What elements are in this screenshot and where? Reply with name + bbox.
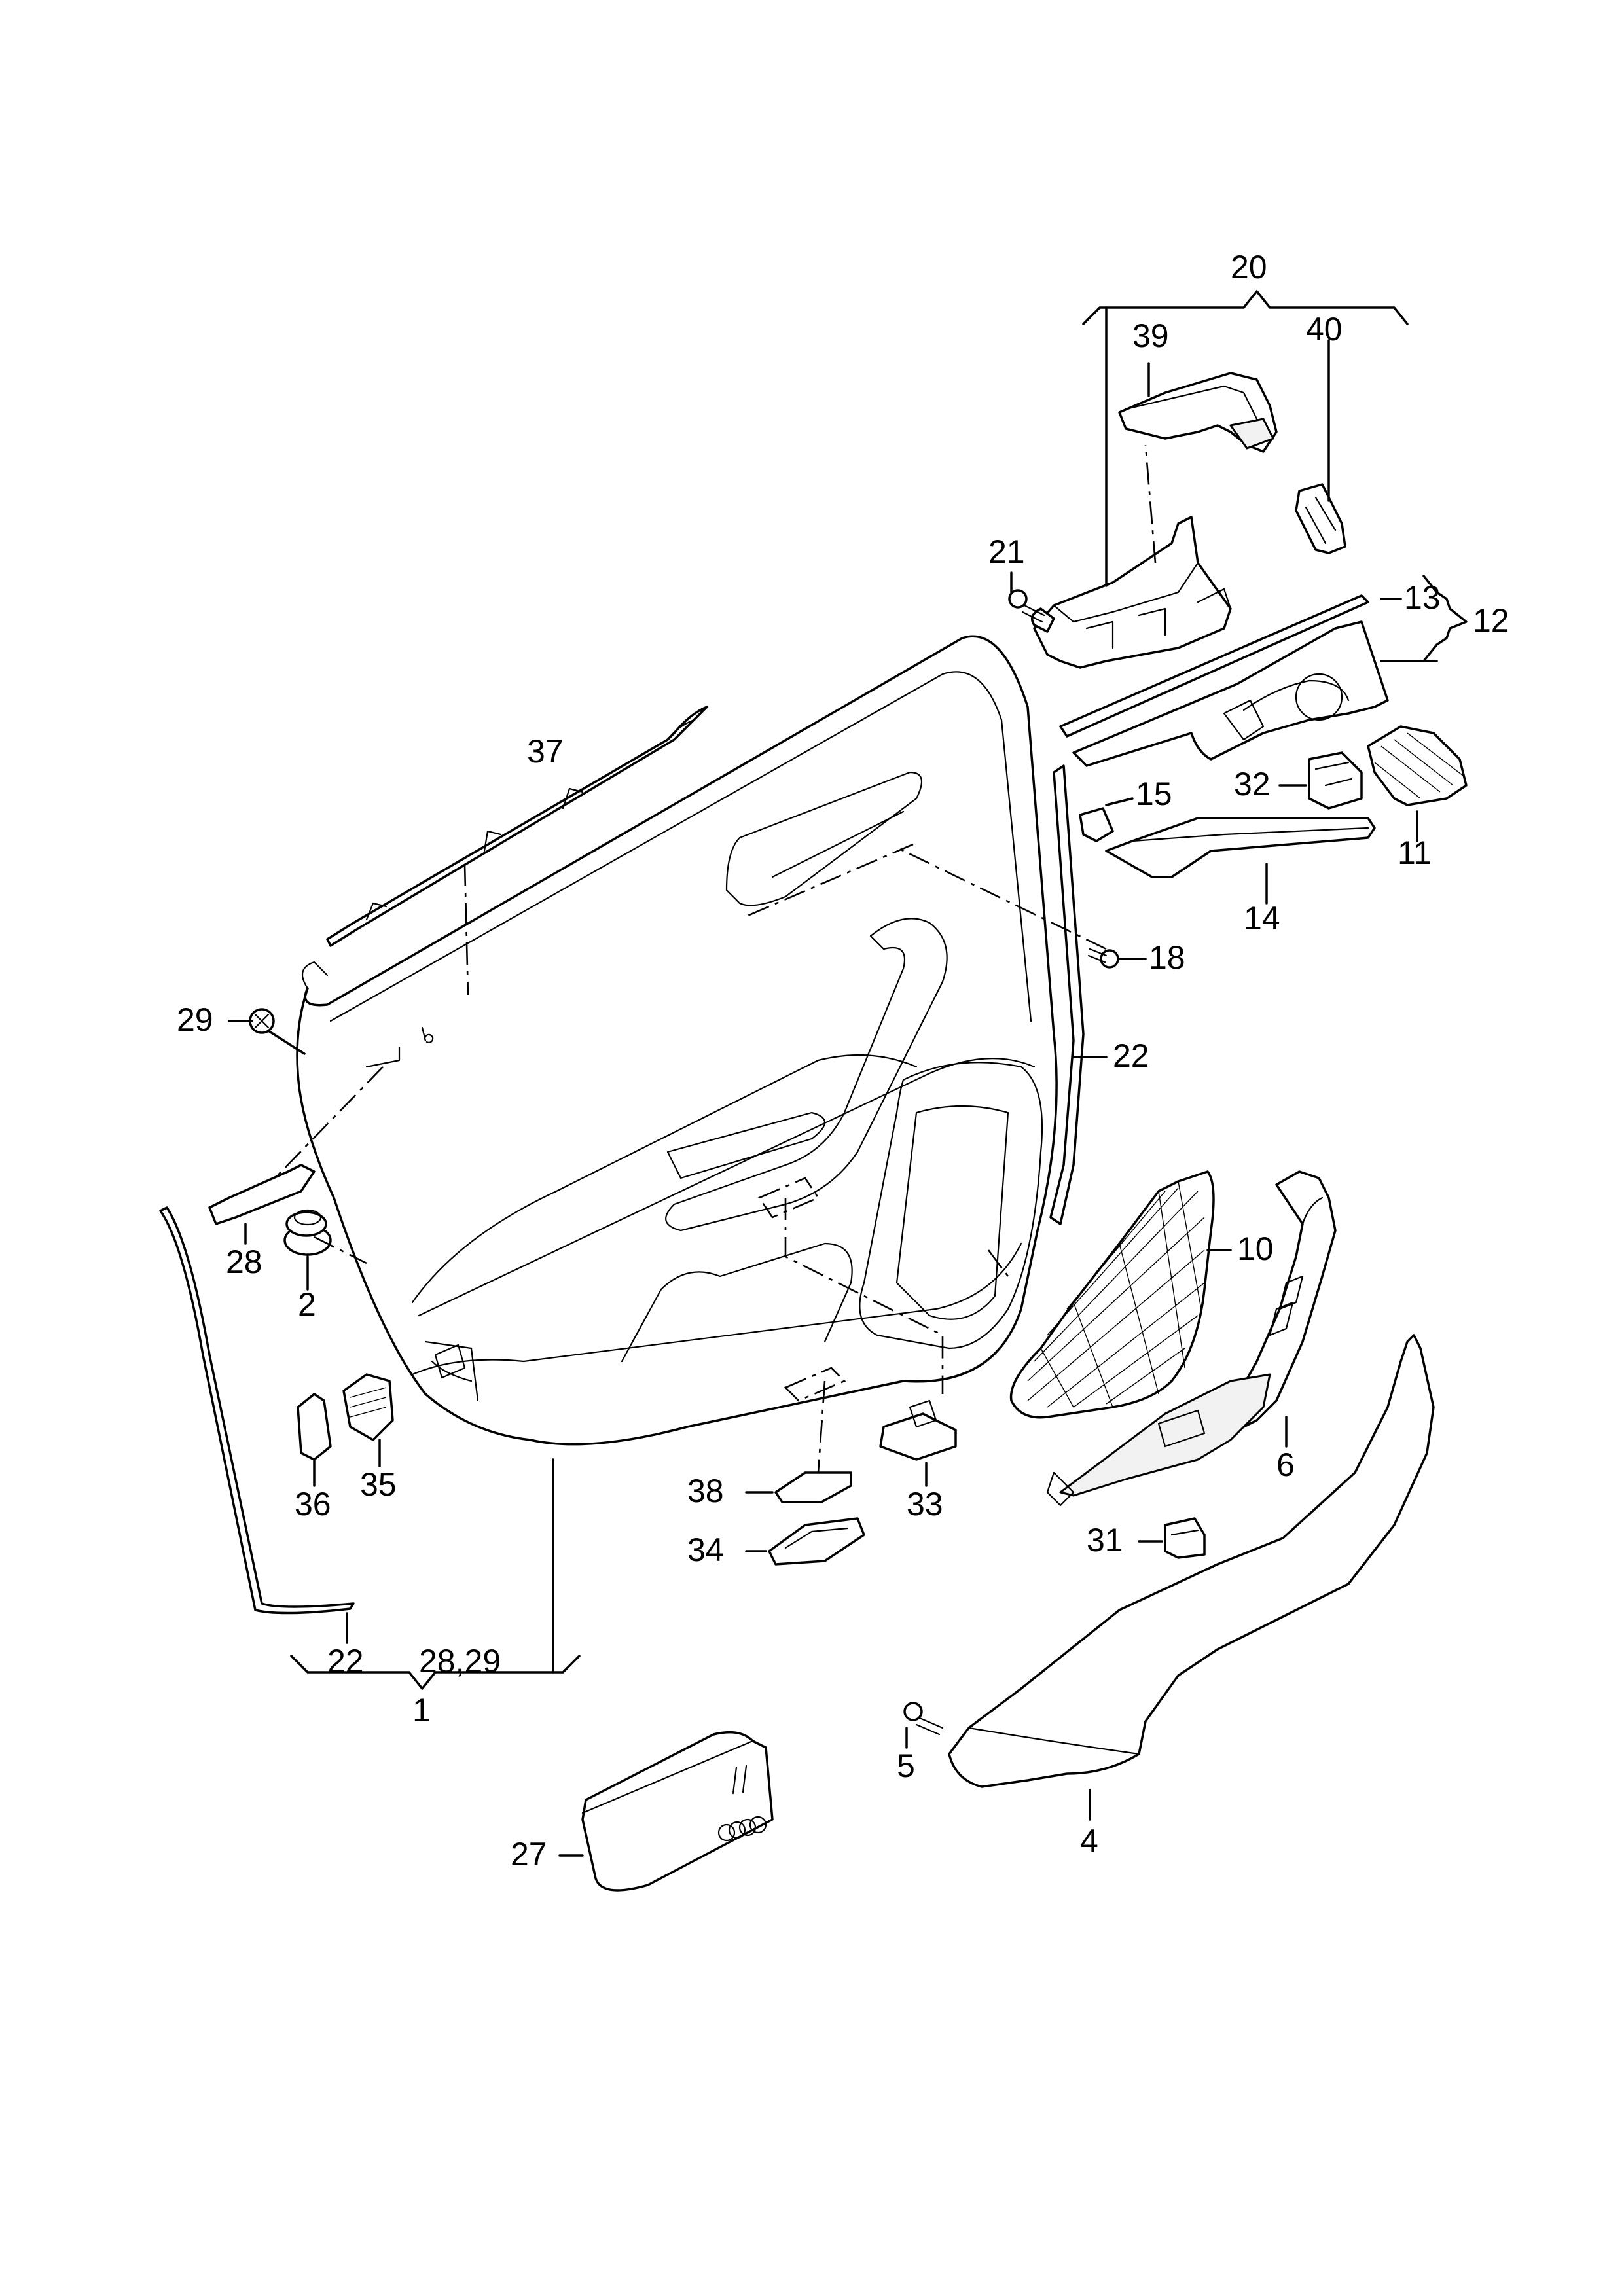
speaker-grille-11 [1367,725,1468,806]
speaker-mesh-10 [1009,1170,1215,1419]
callout-6: 6 [1276,1446,1295,1483]
callout-27: 27 [511,1836,547,1873]
callout-20: 20 [1231,249,1267,285]
repair-kit-box-27 [581,1731,774,1892]
armrest-4 [948,1334,1435,1788]
guide-lines [274,444,1157,1473]
callout-28-29: 28,29 [419,1643,501,1679]
callout-2: 2 [298,1286,316,1323]
leader-lines [228,290,1468,1857]
callout-39: 39 [1132,317,1169,354]
clip-15 [1079,807,1114,842]
switch-bezel-12 [1059,594,1389,767]
callout-11: 11 [1398,834,1432,871]
callout-labels: 20 39 40 21 13 12 37 15 32 11 14 18 29 2… [177,249,1509,1873]
cover-35 [342,1373,394,1441]
callout-35: 35 [360,1466,397,1503]
screw-21 [1008,589,1045,623]
seal-strip-22-left [159,1206,355,1615]
lamp-34 [768,1517,865,1566]
callout-29: 29 [177,1001,213,1038]
callout-10: 10 [1237,1230,1274,1267]
screw-5 [903,1702,944,1736]
callout-5: 5 [897,1748,915,1784]
brand-rings-icon [717,1816,767,1842]
door-handle-39 [1118,372,1278,453]
light-33 [879,1399,957,1461]
window-sill-strip [326,706,708,947]
clip-2 [283,1209,332,1256]
callout-36: 36 [295,1486,331,1522]
callout-15: 15 [1136,776,1172,812]
door-trim-panel [296,635,1058,1446]
callout-22-left: 22 [327,1643,364,1679]
callout-14: 14 [1244,900,1280,937]
callout-12: 12 [1473,602,1509,639]
seal-strip-22-right [1049,764,1085,1225]
clip-29 [249,1008,275,1034]
switch-32 [1308,751,1363,810]
callout-22-right: 22 [1113,1037,1149,1074]
lens-38 [774,1471,852,1503]
callout-38: 38 [687,1473,724,1509]
callout-21: 21 [988,533,1025,570]
switch-31 [1164,1517,1206,1559]
screw-18 [1087,948,1119,969]
connector-40 [1295,483,1346,554]
trim-strip-14 [1105,817,1376,878]
switch-panel-6 [1046,1170,1337,1507]
callout-31: 31 [1087,1522,1123,1558]
callout-40: 40 [1306,311,1343,348]
callout-18: 18 [1149,939,1185,976]
callout-1: 1 [412,1692,431,1729]
callout-34: 34 [687,1532,724,1568]
callout-28: 28 [226,1244,262,1280]
callout-32: 32 [1234,766,1271,802]
cover-36 [297,1393,332,1461]
bracket-28 [208,1164,316,1225]
callout-13: 13 [1404,579,1441,616]
callout-4: 4 [1080,1823,1098,1859]
callout-33: 33 [907,1486,943,1522]
handle-bracket-assembly [1030,516,1232,669]
callout-37: 37 [527,733,564,770]
